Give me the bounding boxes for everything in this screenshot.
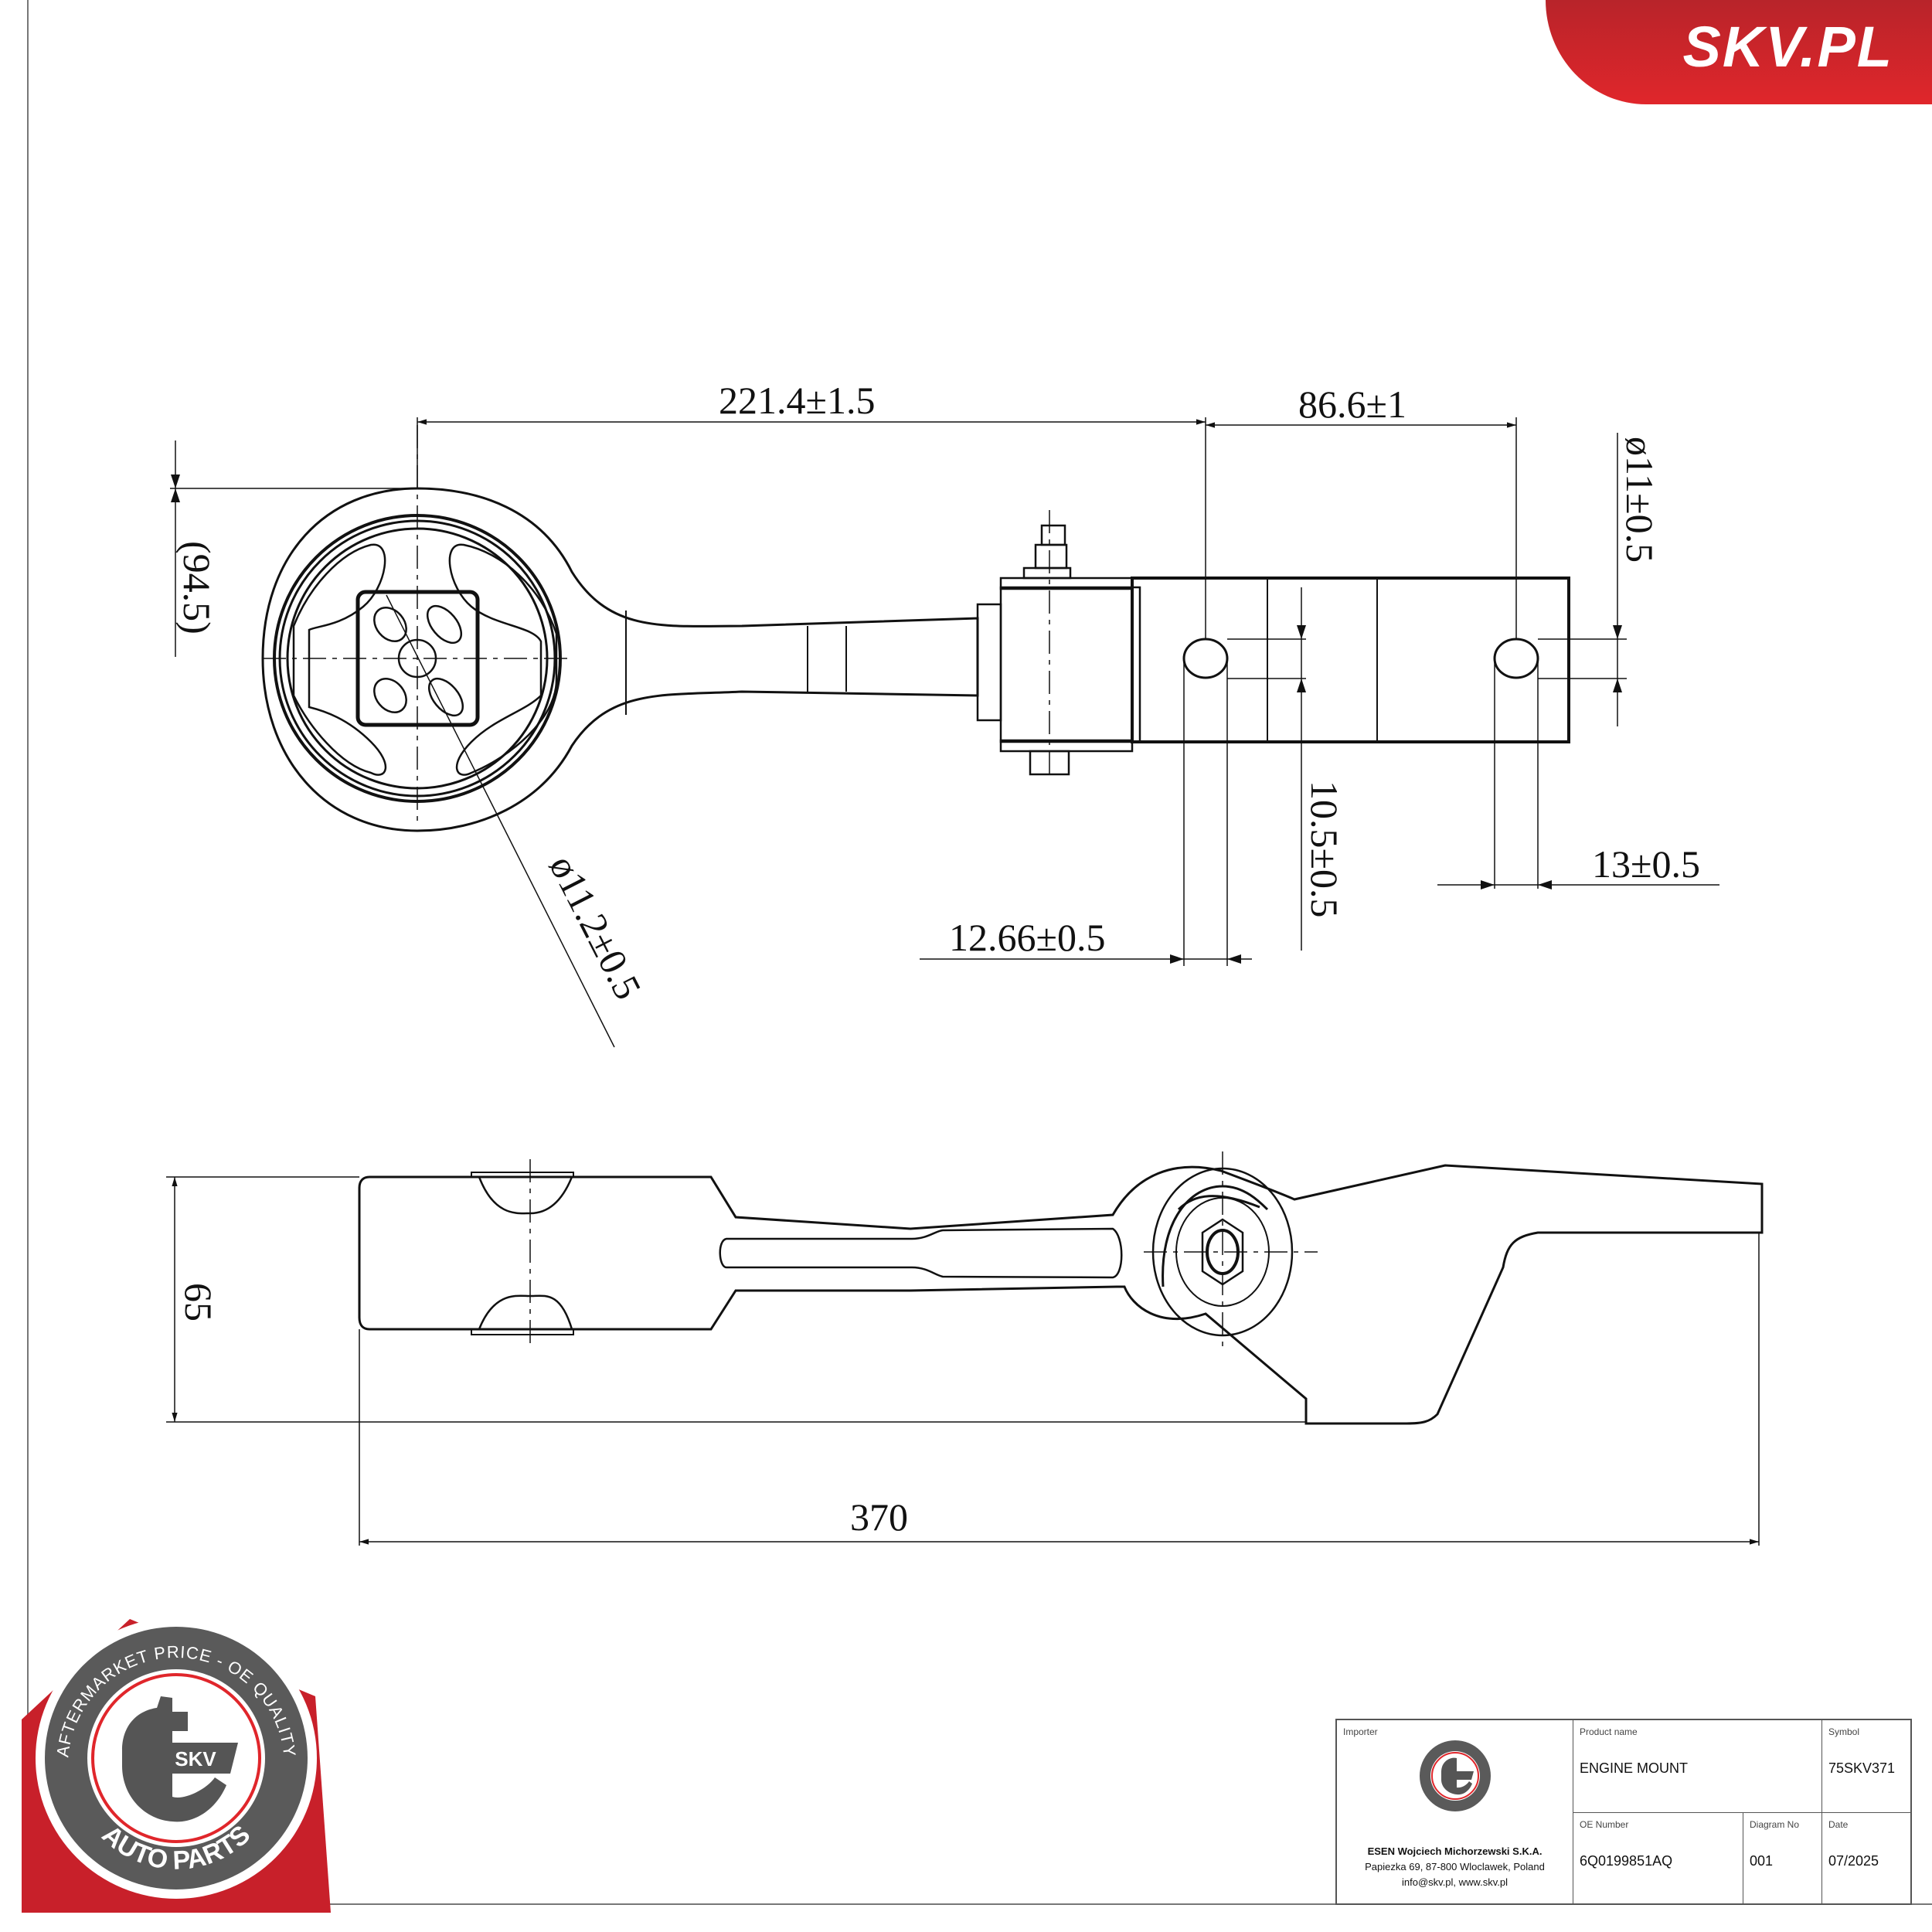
dim-370: 370 xyxy=(850,1495,908,1539)
date-cell: Date 07/2025 xyxy=(1822,1813,1910,1903)
oe-number-label: OE Number xyxy=(1580,1819,1629,1830)
symbol-label: Symbol xyxy=(1828,1726,1860,1737)
importer-contact: info@skv.pl, www.skv.pl xyxy=(1402,1876,1508,1888)
dim-94: (94.5) xyxy=(175,541,219,634)
brand-logo-text: SKV.PL xyxy=(1682,15,1893,79)
importer-cell: Importer ESEN Wojciech Michorzewski S.K.… xyxy=(1337,1720,1573,1903)
brand-banner: SKV.PL xyxy=(1546,0,1932,104)
importer-address: Papiezka 69, 87-800 Wloclawek, Poland xyxy=(1365,1861,1545,1872)
drawing-frame xyxy=(27,0,1932,1905)
gear-icon xyxy=(122,1696,226,1822)
symbol-value: 75SKV371 xyxy=(1828,1760,1896,1776)
date-label: Date xyxy=(1828,1819,1849,1830)
dim-13: 13±0.5 xyxy=(1592,842,1700,886)
side-view xyxy=(358,1164,1764,1425)
title-block: Importer ESEN Wojciech Michorzewski S.K.… xyxy=(1335,1719,1912,1905)
product-name-value: ENGINE MOUNT xyxy=(1580,1760,1689,1776)
importer-label: Importer xyxy=(1343,1726,1378,1737)
oe-number-cell: OE Number 6Q0199851AQ xyxy=(1573,1813,1743,1903)
top-view xyxy=(261,487,1570,832)
product-name-cell: Product name ENGINE MOUNT xyxy=(1573,1720,1822,1813)
dim-d11-2: ø11.2±0.5 xyxy=(541,849,650,1006)
dim-12-66: 12.66±0.5 xyxy=(949,916,1105,959)
symbol-cell: Symbol 75SKV371 xyxy=(1822,1720,1910,1813)
product-name-label: Product name xyxy=(1580,1726,1638,1737)
date-value: 07/2025 xyxy=(1828,1853,1879,1869)
diagram-no-label: Diagram No xyxy=(1750,1819,1800,1830)
skv-quality-badge: SKV AFTERMARKET PRICE - OE QUALITY AUTO … xyxy=(22,1617,331,1913)
dim-221: 221.4±1.5 xyxy=(719,379,875,422)
dim-86: 86.6±1 xyxy=(1298,383,1406,426)
oe-number-value: 6Q0199851AQ xyxy=(1580,1853,1673,1869)
dim-65: 65 xyxy=(177,1283,220,1321)
diagram-no-cell: Diagram No 001 xyxy=(1743,1813,1822,1903)
importer-logo-icon xyxy=(1420,1740,1491,1811)
dim-d11: ø11±0.5 xyxy=(1618,437,1662,563)
dim-10-5: 10.5±0.5 xyxy=(1303,781,1346,917)
importer-name: ESEN Wojciech Michorzewski S.K.A. xyxy=(1367,1845,1543,1857)
diagram-no-value: 001 xyxy=(1750,1853,1774,1869)
badge-center-text: SKV xyxy=(175,1747,216,1770)
skv-flag xyxy=(161,1743,238,1774)
